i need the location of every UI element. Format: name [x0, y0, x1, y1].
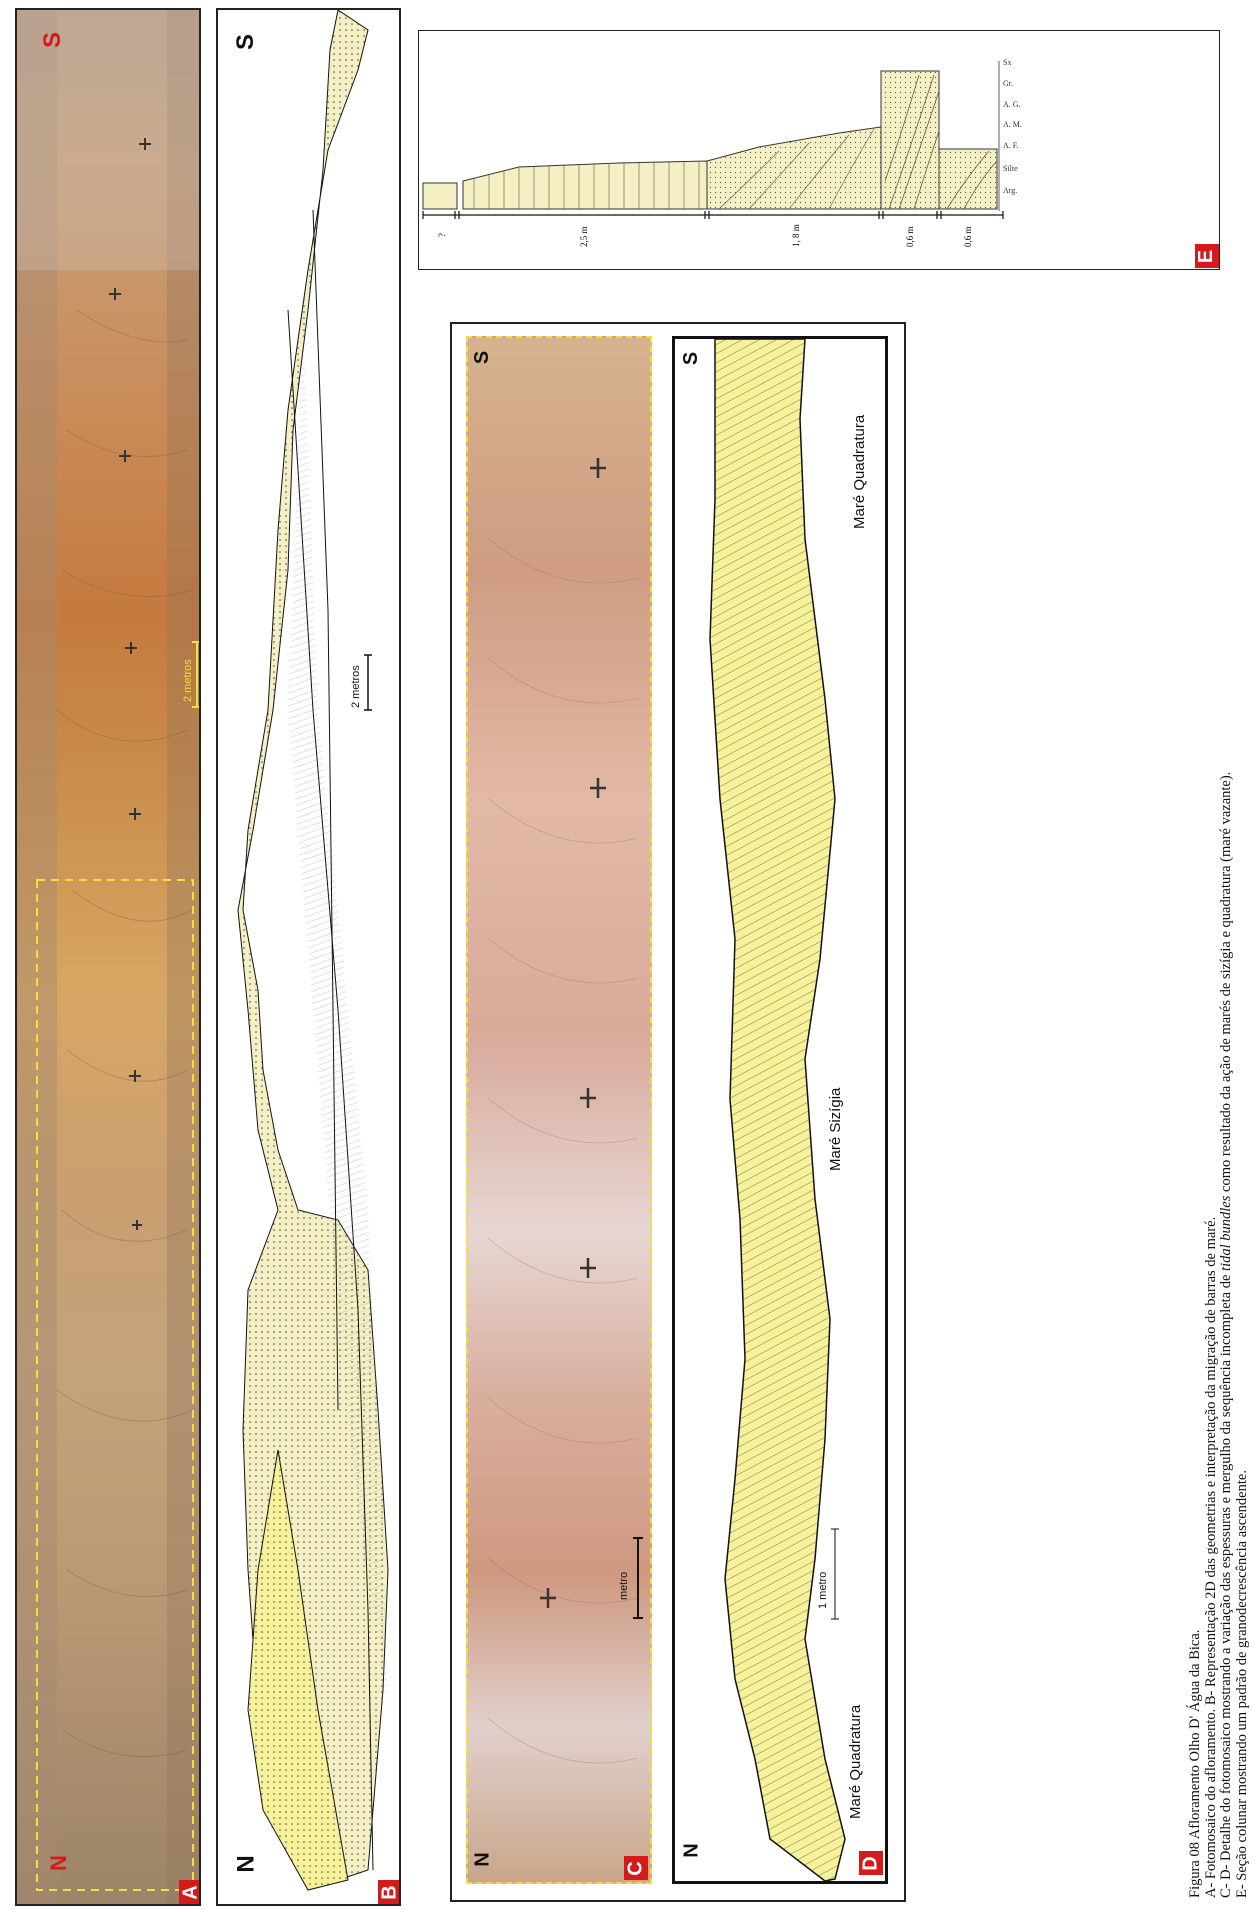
- scale-label: metro: [618, 1572, 630, 1600]
- grain-label: A. F.: [1003, 141, 1019, 150]
- caption-line-3: C- D- Detalhe do fotomosaico mostrando a…: [1219, 398, 1235, 1898]
- hammer-icons: [109, 138, 151, 1230]
- panel-letter-e: E: [1195, 244, 1219, 268]
- north-label: N: [476, 1848, 490, 1871]
- panel-d-interpretation: 1 metro Maré Quadratura Maré Sizígia Mar…: [672, 336, 888, 1884]
- panel-letter-c: C: [624, 1856, 648, 1880]
- grain-label: A. M.: [1003, 120, 1022, 129]
- south-label: S: [45, 26, 61, 54]
- neap-tide-label-left: Maré Quadratura: [847, 1705, 864, 1819]
- panel-letter-b: B: [378, 1880, 401, 1904]
- panel-letter-d: D: [859, 1851, 883, 1875]
- outcrop-texture: [17, 10, 201, 1906]
- columnar-section-drawing: Sx Gr. A. G. A. M. A. F. Silte Arg.: [419, 31, 1219, 269]
- grain-label: A. G.: [1003, 100, 1021, 109]
- panel-letter-a: A: [179, 1880, 201, 1904]
- north-label: N: [238, 1850, 255, 1878]
- panel-e-columnar-section: Sx Gr. A. G. A. M. A. F. Silte Arg. ? 2,…: [418, 30, 1220, 270]
- thickness-label: 2,5 m: [579, 226, 589, 247]
- panel-b-representation: 2 metros S N B: [216, 8, 401, 1906]
- thickness-label: 0,6 m: [963, 226, 973, 247]
- south-label: S: [238, 28, 254, 56]
- thickness-scale: [423, 211, 1003, 219]
- panel-c-photo-detail: metro S N C: [466, 336, 652, 1884]
- bar-geometry: [218, 10, 401, 1906]
- grain-size-labels: Sx Gr. A. G. A. M. A. F. Silte Arg.: [1003, 58, 1022, 195]
- photo-texture: [468, 338, 650, 1882]
- grain-label: Arg.: [1003, 186, 1017, 195]
- spring-tide-label: Maré Sizígia: [827, 1088, 844, 1171]
- hammer-icons: [540, 458, 606, 1608]
- caption-line-4: E- Seção colunar mostrando um padrão de …: [1235, 398, 1251, 1898]
- grain-label: Sx: [1003, 58, 1011, 67]
- caption-italic-term: tidal bundles: [1218, 1196, 1234, 1271]
- south-label: S: [476, 346, 489, 369]
- tidal-bundle-drawing: [675, 339, 885, 1881]
- south-label: S: [685, 347, 698, 370]
- caption-line-1: Figura 08 Afloramento Olho D' Água da Bi…: [1188, 398, 1204, 1898]
- panel-cd-container: metro S N C 1 metro Maré Quadratura Maré…: [450, 322, 906, 1902]
- scale-bar: [633, 1538, 643, 1618]
- scale-label: 1 metro: [817, 1572, 829, 1609]
- scale-label: 2 metros: [350, 665, 362, 708]
- thickness-label: ?: [437, 233, 447, 237]
- caption-line-2: A- Fotomosaico do afloramento. B- Repres…: [1204, 398, 1220, 1898]
- north-label: N: [685, 1839, 699, 1862]
- panel-a-photomosaic: 2 metros S N A: [15, 8, 201, 1906]
- figure-caption: Figura 08 Afloramento Olho D' Água da Bi…: [1188, 398, 1250, 1898]
- grain-label: Gr.: [1003, 79, 1013, 88]
- neap-tide-label-right: Maré Quadratura: [851, 415, 868, 529]
- north-label: N: [51, 1850, 67, 1876]
- grain-label: Silte: [1003, 164, 1018, 173]
- thickness-label: 1, 8 m: [791, 224, 801, 247]
- scale-label: 2 metros: [182, 659, 194, 702]
- thickness-label: 0,6 m: [905, 226, 915, 247]
